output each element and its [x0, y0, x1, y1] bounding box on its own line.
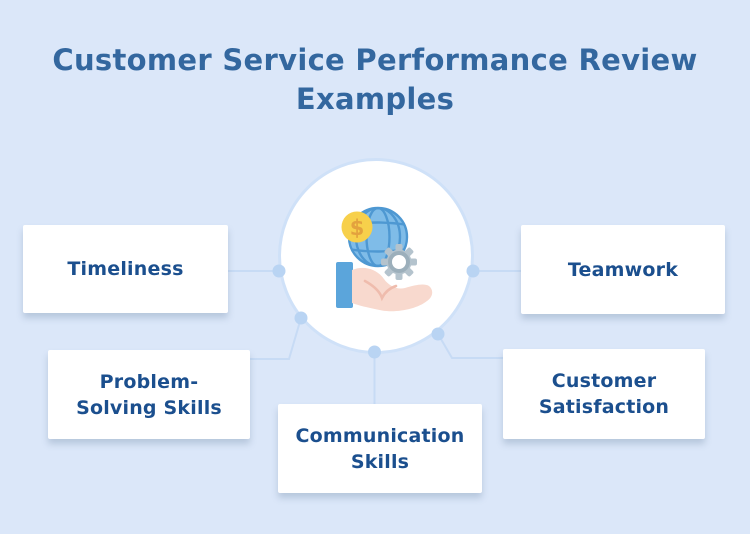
box-problem-solving-skills: Problem- Solving Skills	[48, 350, 250, 439]
hand-icon	[352, 267, 433, 312]
box-communication-skills: Communication Skills	[278, 404, 482, 493]
svg-text:$: $	[350, 216, 365, 240]
box-label: Customer Satisfaction	[538, 370, 670, 418]
gear-icon	[381, 244, 417, 280]
diagram-title: Customer Service Performance Review Exam…	[52, 43, 698, 116]
box-label: Problem- Solving Skills	[76, 370, 222, 419]
box-label: Timeliness	[67, 258, 184, 280]
box-label: Communication Skills	[295, 424, 465, 473]
box-timeliness: Timeliness	[23, 225, 228, 313]
box-teamwork: Teamwork	[521, 225, 725, 314]
box-label: Teamwork	[567, 258, 679, 281]
sleeve-icon	[336, 262, 353, 308]
dollar-coin-icon: $	[341, 211, 373, 243]
box-customer-satisfaction: Customer Satisfaction	[503, 349, 705, 439]
hand-holding-globe-icon: $	[336, 206, 433, 312]
